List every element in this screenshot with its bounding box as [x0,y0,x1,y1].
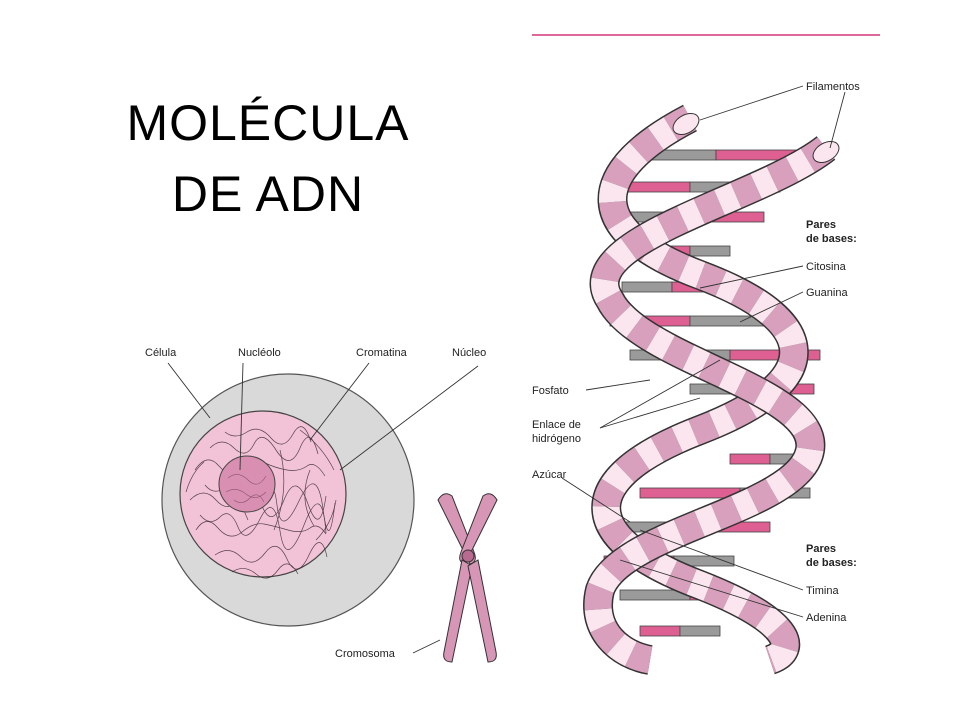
label-base-pairs-2-line1: Pares [806,543,836,555]
strand-end-top-a [672,113,700,135]
title-line-1: MOLÉCULA [126,95,410,151]
label-cell: Célula [145,347,177,359]
label-hydrogen-bond-line1: Enlace de [532,419,581,431]
nucleolus-circle [218,455,276,513]
label-thymine: Timina [806,585,839,597]
label-hydrogen-bond-line2: hidrógeno [532,433,581,445]
label-chromosome: Cromosoma [335,648,396,660]
label-base-pairs-2-line2: de bases: [806,557,857,569]
dna-leader-lines [561,85,846,618]
label-chromatin: Cromatina [356,347,408,359]
label-cytosine: Citosina [806,261,847,273]
strand-end-top-b [812,141,840,163]
label-phosphate: Fosfato [532,385,569,397]
label-base-pairs-1-line2: de bases: [806,233,857,245]
chromosome-shape [437,493,498,663]
label-base-pairs-1-line1: Pares [806,219,836,231]
label-nucleolus: Nucléolo [238,347,281,359]
label-guanine: Guanina [806,287,848,299]
label-sugar: Azúcar [532,469,567,481]
dna-helix [583,104,840,675]
cell-leader-lines [167,362,479,654]
title-line-2: DE ADN [171,166,365,222]
page-title: MOLÉCULA DE ADN [88,88,448,230]
cell-illustration [161,373,498,663]
label-nucleus: Núcleo [452,347,486,359]
label-adenine: Adenina [806,612,847,624]
label-strands: Filamentos [806,81,860,93]
